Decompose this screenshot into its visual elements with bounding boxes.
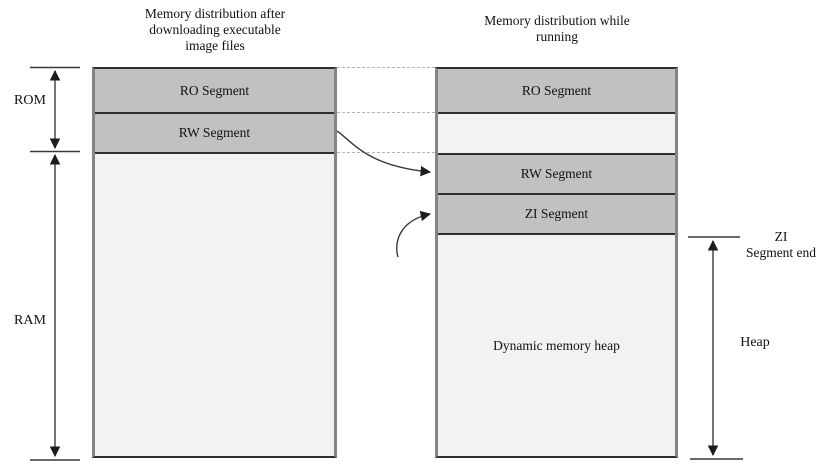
left-rw-segment: RW Segment — [95, 114, 334, 154]
rom-extent-label: ROM — [14, 93, 46, 108]
left-ro-segment-label: RO Segment — [179, 82, 250, 98]
right-zi-segment: ZI Segment — [438, 195, 675, 235]
right-zi-segment-label: ZI Segment — [524, 206, 589, 221]
ram-extent-label: RAM — [14, 313, 46, 328]
left-column-title: Memory distribution after downloading ex… — [144, 6, 286, 53]
dashed-connector-rw-bottom — [337, 152, 435, 153]
left-rw-segment-label: RW Segment — [178, 125, 251, 140]
dashed-connector-top — [337, 67, 435, 68]
zi-relocation-arrow — [396, 210, 432, 258]
right-rw-segment: RW Segment — [438, 155, 675, 195]
right-memory-column: RO Segment RW Segment ZI Segment Dynamic… — [435, 67, 678, 458]
left-ro-segment: RO Segment — [95, 69, 334, 114]
left-memory-column: RO Segment RW Segment — [92, 67, 337, 458]
dashed-connector-ro-bottom — [337, 112, 435, 113]
right-rw-segment-label: RW Segment — [520, 166, 593, 181]
zi-segment-end-label: ZI Segment end — [745, 229, 817, 260]
dynamic-heap-label: Dynamic memory heap — [493, 337, 620, 353]
heap-extent-label: Heap — [740, 335, 770, 350]
left-empty-ram-area — [95, 154, 334, 456]
right-column-title: Memory distribution while running — [484, 13, 630, 44]
right-reserved-gap — [438, 114, 675, 155]
right-ro-segment: RO Segment — [438, 69, 675, 114]
right-dynamic-heap-area: Dynamic memory heap — [438, 235, 675, 456]
right-ro-segment-label: RO Segment — [521, 82, 592, 98]
